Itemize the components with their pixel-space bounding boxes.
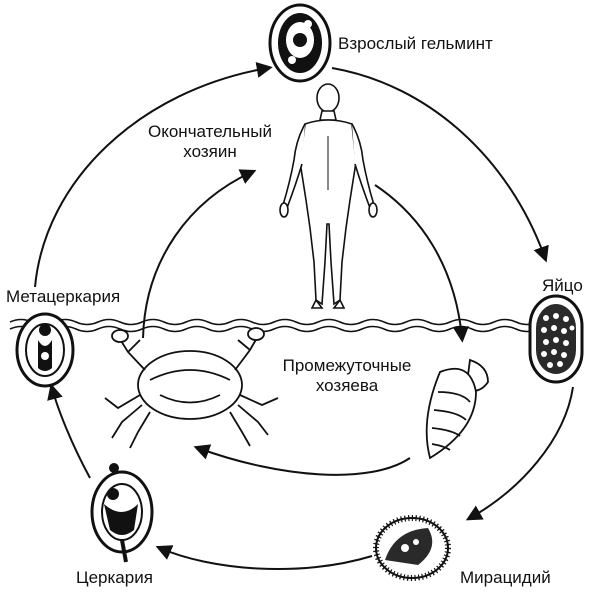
miracidium-illustration xyxy=(373,515,451,581)
egg-illustration xyxy=(528,294,584,384)
arrow-egg-to-miracidium xyxy=(465,386,574,521)
snail-illustration xyxy=(425,358,489,460)
label-miracidium: Мирацидий xyxy=(460,568,551,587)
adult-helminth-illustration xyxy=(268,3,332,83)
label-intermediate-hosts: Промежуточные хозяева xyxy=(272,356,422,396)
label-intermediate-hosts-line1: Промежуточные xyxy=(282,356,412,375)
water-surface xyxy=(9,318,583,333)
label-definitive-host: Окончательный хозяин xyxy=(140,122,280,162)
label-adult-helminth: Взрослый гельминт xyxy=(338,34,493,53)
label-cercaria: Церкария xyxy=(76,568,153,587)
arrow-cercaria-to-metacercaria xyxy=(47,383,91,479)
label-definitive-host-line2: хозяин xyxy=(183,142,237,161)
arrow-metacercaria-to-adult xyxy=(34,62,273,288)
cercaria-illustration xyxy=(90,463,154,563)
arrow-crab-to-human xyxy=(142,169,257,339)
arrow-miracidium-to-cercaria xyxy=(155,545,373,571)
arrow-adult-to-egg xyxy=(331,67,549,263)
metacercaria-illustration xyxy=(15,312,75,388)
label-intermediate-hosts-line2: хозяева xyxy=(315,376,379,395)
label-egg: Яйцо xyxy=(542,276,583,295)
arrow-human-to-snail xyxy=(374,184,469,343)
label-metacercaria: Метацеркария xyxy=(6,287,121,306)
label-definitive-host-line1: Окончательный xyxy=(148,122,272,141)
crab-illustration xyxy=(104,327,279,449)
arrow-snail-to-crab xyxy=(193,444,411,476)
human-host-illustration xyxy=(279,83,378,309)
